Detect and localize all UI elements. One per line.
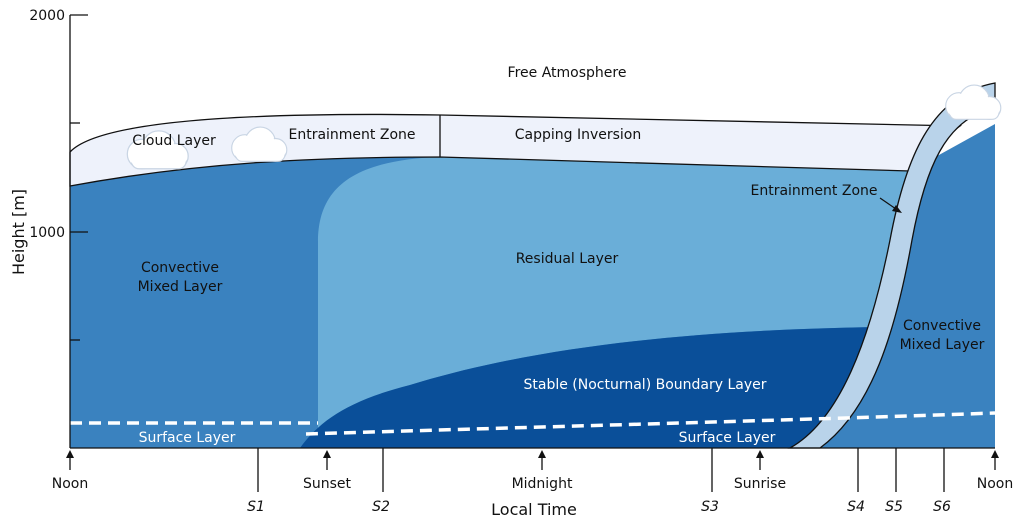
x-event-noon: Noon xyxy=(52,476,88,492)
surface-layer-right-label: Surface Layer xyxy=(679,430,776,446)
y-tick-label: 1000 xyxy=(29,225,65,241)
station-lines xyxy=(257,448,945,492)
residual-layer-area xyxy=(318,157,910,448)
x-event-midnight: Midnight xyxy=(512,476,573,492)
x-event-sunset: Sunset xyxy=(303,476,352,492)
station-label-s5: S5 xyxy=(885,499,903,515)
entrainment-pointer-arrow xyxy=(879,197,902,213)
surface-layer-top-night xyxy=(305,411,996,436)
cloud-layer-label: Cloud Layer xyxy=(132,133,216,149)
station-label-s6: S6 xyxy=(933,499,951,515)
convective-mixed-layer-right-line2: Mixed Layer xyxy=(900,337,985,353)
convective-mixed-layer-left-line2: Mixed Layer xyxy=(138,279,223,295)
y-axis-title: Height [m] xyxy=(9,189,28,275)
station-label-s3: S3 xyxy=(701,499,719,515)
convective-mixed-layer-left-line1: Convective xyxy=(141,260,219,276)
station-label-s2: S2 xyxy=(372,499,390,515)
station-label-s1: S1 xyxy=(247,499,265,515)
event-arrow xyxy=(66,450,999,470)
y-tick-label: 2000 xyxy=(29,8,65,24)
stable-boundary-layer-area xyxy=(300,327,876,448)
free-atmosphere-label: Free Atmosphere xyxy=(508,65,627,81)
stable-boundary-layer-label: Stable (Nocturnal) Boundary Layer xyxy=(523,377,766,393)
capping-inversion-label: Capping Inversion xyxy=(515,127,642,143)
residual-layer-label: Residual Layer xyxy=(516,251,619,267)
convective-mixed-layer-right-line1: Convective xyxy=(903,318,981,334)
entrainment-zone-label: Entrainment Zone xyxy=(288,127,415,143)
entrainment-zone-morning-label: Entrainment Zone xyxy=(750,183,877,199)
x-event-sunrise: Sunrise xyxy=(734,476,786,492)
station-label-s4: S4 xyxy=(847,499,865,515)
x-event-noon-end: Noon xyxy=(977,476,1013,492)
surface-layer-left-label: Surface Layer xyxy=(139,430,236,446)
morning-entrainment-band xyxy=(787,82,996,449)
x-axis-title: Local Time xyxy=(491,500,577,519)
